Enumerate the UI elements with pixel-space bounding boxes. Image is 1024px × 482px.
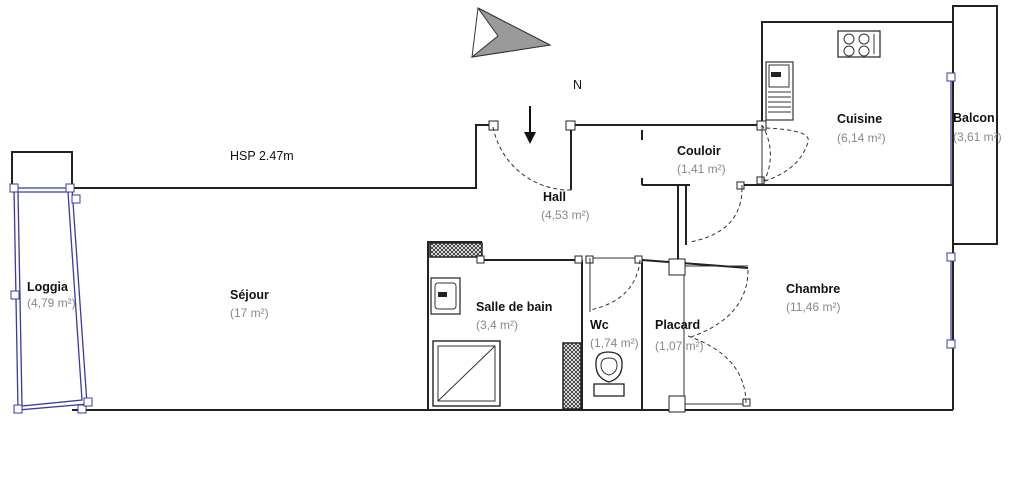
room-wc: Wc (1,74 m²) <box>590 318 639 350</box>
room-name: Hall <box>543 190 566 204</box>
room-area: (11,46 m²) <box>786 300 840 314</box>
room-area: (4,53 m²) <box>541 208 590 222</box>
room-name: Loggia <box>27 280 69 294</box>
compass-icon <box>470 7 552 58</box>
balcon-outline <box>952 5 998 245</box>
room-name: Couloir <box>677 144 721 158</box>
room-couloir: Couloir (1,41 m²) <box>677 144 726 176</box>
room-name: Séjour <box>230 288 269 302</box>
room-loggia: Loggia (4,79 m²) <box>27 280 76 310</box>
room-hall: Hall (4,53 m²) <box>541 190 590 222</box>
room-sejour: Séjour (17 m²) <box>230 288 269 320</box>
room-area: (17 m²) <box>230 306 269 320</box>
hatched-wall <box>429 242 483 258</box>
room-name: Wc <box>590 318 609 332</box>
room-sdb: Salle de bain (3,4 m²) <box>476 300 552 332</box>
cooktop-icon <box>837 30 881 58</box>
room-area: (1,74 m²) <box>590 336 639 350</box>
height-note: HSP 2.47m <box>230 149 294 163</box>
room-name: Chambre <box>786 282 840 296</box>
room-name: Salle de bain <box>476 300 552 314</box>
room-area: (3,61 m²) <box>953 130 1002 144</box>
door-swings <box>492 124 809 405</box>
room-area: (3,4 m²) <box>476 318 518 332</box>
room-area: (6,14 m²) <box>837 131 886 145</box>
north-label: N <box>573 78 582 92</box>
toilet-icon <box>593 351 625 397</box>
shower-icon <box>432 340 501 407</box>
room-name: Placard <box>655 318 700 332</box>
hatched-wall <box>562 342 582 410</box>
room-placard: Placard (1,07 m²) <box>655 318 704 353</box>
room-area: (1,41 m²) <box>677 162 726 176</box>
room-chambre: Chambre (11,46 m²) <box>786 282 840 314</box>
room-balcon: Balcon (3,61 m²) <box>953 111 1002 144</box>
kitchen-sink-icon <box>765 61 794 121</box>
walls <box>72 21 954 411</box>
washbasin-icon <box>430 277 461 315</box>
entrance-arrow-icon <box>524 106 536 144</box>
loggia-outline <box>11 151 73 188</box>
balcon-handles[interactable] <box>946 72 956 349</box>
room-cuisine: Cuisine (6,14 m²) <box>837 112 886 145</box>
room-area: (1,07 m²) <box>655 339 704 353</box>
room-area: (4,79 m²) <box>27 296 76 310</box>
room-name: Cuisine <box>837 112 882 126</box>
room-name: Balcon <box>953 111 995 125</box>
loggia-selection[interactable] <box>9 183 93 414</box>
